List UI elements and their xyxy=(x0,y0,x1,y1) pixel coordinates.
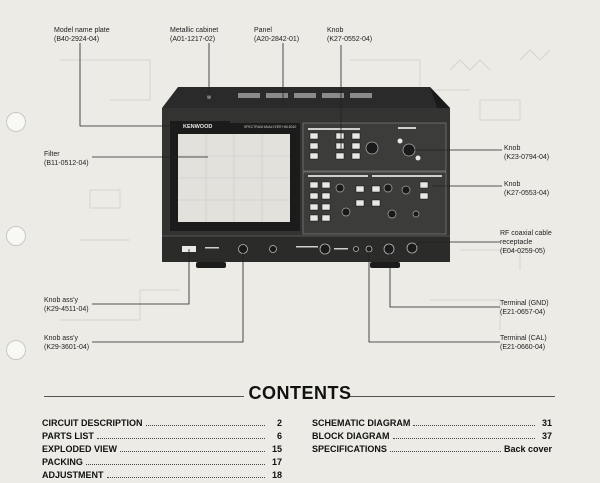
contents-heading: CONTENTS xyxy=(248,383,352,403)
label-terminal-cal: Terminal (CAL) (E21-0660-04) xyxy=(500,335,547,351)
binder-hole-3 xyxy=(6,340,26,360)
show-through-schematic xyxy=(60,49,551,330)
contents-rule-right xyxy=(350,396,555,397)
binder-hole-2 xyxy=(6,226,26,246)
label-knob-assy-1: Knob ass'y (K29-4511-04) xyxy=(44,297,89,313)
label-panel: Panel (A20-2842-01) xyxy=(254,27,300,43)
device-illustration: KENWOOD SPECTRUM ANALYZER HM-5010 xyxy=(162,87,450,268)
label-rf-coaxial: RF coaxial cable receptacle (E04-0259-05… xyxy=(500,230,552,255)
label-metallic-cabinet: Metallic cabinet (A01-1217-02) xyxy=(170,27,219,43)
contents-rule-left xyxy=(44,396,244,397)
label-knob-k27-0553: Knob (K27-0553-04) xyxy=(504,181,550,197)
label-knob-assy-2: Knob ass'y (K29-3601-04) xyxy=(44,335,90,351)
label-knob-k23: Knob (K23-0794-04) xyxy=(504,145,550,161)
callout-leaders xyxy=(79,43,502,343)
label-filter: Filter (B11-0512-04) xyxy=(44,151,89,167)
brand-plate: KENWOOD xyxy=(183,124,212,130)
label-knob-top: Knob (K27-0552-04) xyxy=(327,27,373,43)
label-terminal-gnd: Terminal (GND) (E21-0657-04) xyxy=(500,300,549,316)
binder-hole-1 xyxy=(6,112,26,132)
label-model-name-plate: Model name plate (B40-2924-04) xyxy=(54,27,110,43)
model-plate-text: SPECTRUM ANALYZER HM-5010 xyxy=(244,125,296,129)
